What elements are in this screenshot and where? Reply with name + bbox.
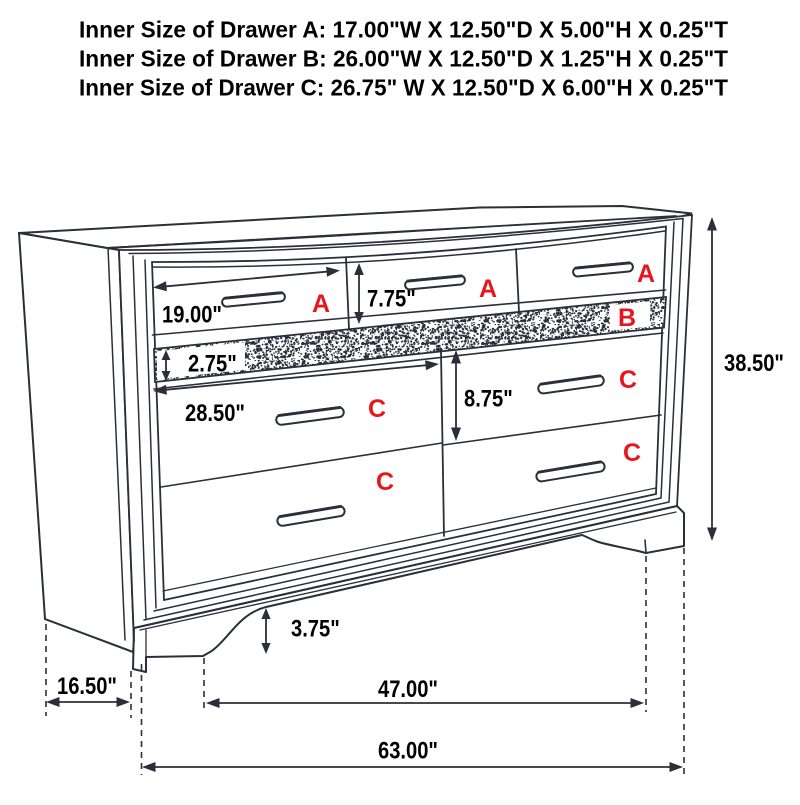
svg-text:63.00": 63.00"	[378, 737, 438, 764]
svg-text:38.50": 38.50"	[724, 349, 784, 376]
svg-text:Inner Size of Drawer A: 17.00": Inner Size of Drawer A: 17.00"W X 12.50"…	[79, 17, 728, 43]
svg-text:Inner Size of Drawer B: 26.00": Inner Size of Drawer B: 26.00"W X 12.50"…	[79, 46, 728, 72]
svg-text:A: A	[479, 275, 497, 303]
svg-text:28.50": 28.50"	[185, 399, 245, 426]
svg-text:C: C	[623, 439, 641, 467]
svg-text:Inner Size of Drawer C: 26.75": Inner Size of Drawer C: 26.75" W X 12.50…	[79, 75, 728, 101]
svg-text:A: A	[312, 290, 330, 318]
svg-text:16.50": 16.50"	[57, 672, 117, 699]
svg-text:47.00": 47.00"	[378, 675, 438, 702]
svg-text:8.75": 8.75"	[464, 385, 513, 412]
svg-text:A: A	[637, 260, 655, 288]
svg-text:C: C	[376, 468, 394, 496]
svg-text:3.75": 3.75"	[291, 615, 340, 642]
svg-text:19.00": 19.00"	[162, 301, 222, 328]
svg-text:7.75": 7.75"	[367, 285, 416, 312]
svg-text:2.75": 2.75"	[188, 350, 237, 377]
svg-text:B: B	[618, 304, 636, 332]
svg-text:C: C	[368, 395, 386, 423]
svg-text:C: C	[619, 366, 637, 394]
